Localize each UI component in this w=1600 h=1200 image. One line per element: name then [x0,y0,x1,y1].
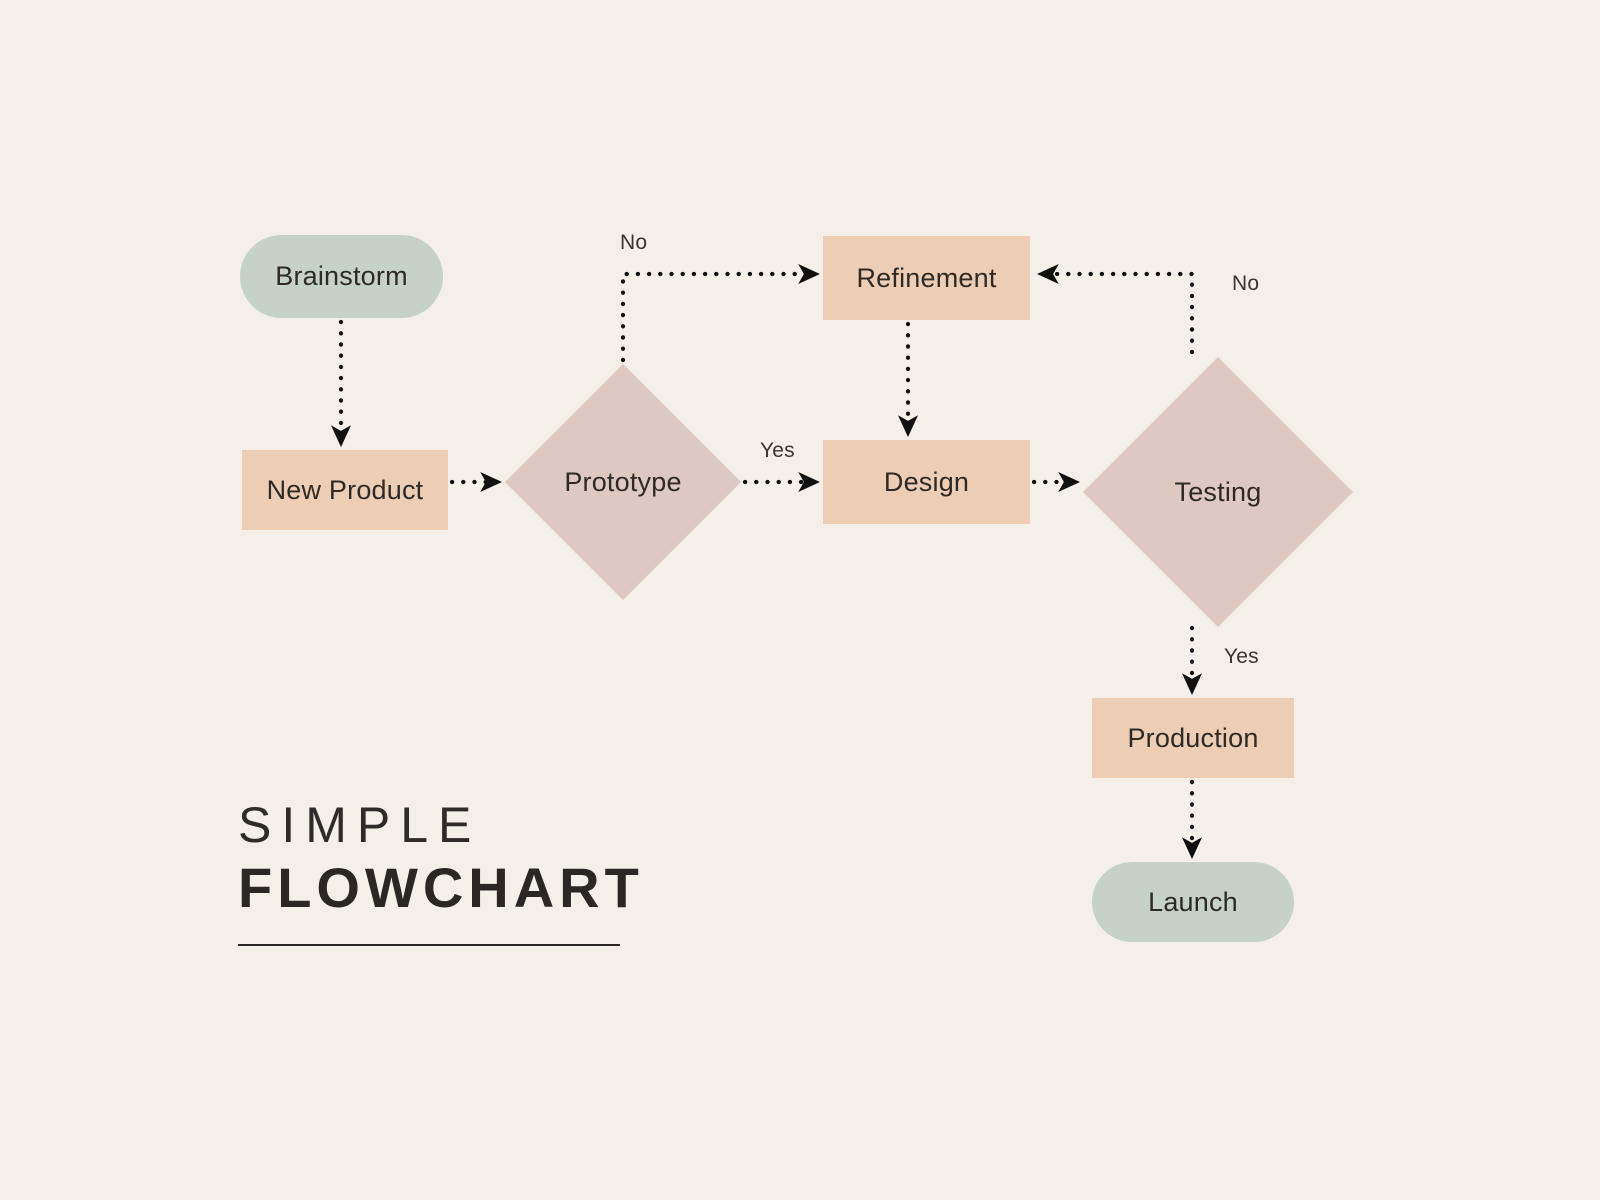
node-new-product[interactable]: New Product [242,450,448,530]
edge-label-yes-testing: Yes [1224,645,1259,668]
title-line-flowchart: FLOWCHART [238,856,644,919]
node-testing[interactable]: Testing [1082,356,1354,628]
edge-label-yes-prototype: Yes [760,439,795,462]
node-brainstorm[interactable]: Brainstorm [240,235,443,318]
node-refinement-label: Refinement [856,262,997,293]
diamond-shape [1082,356,1354,628]
edge-label-no-testing: No [1232,272,1260,295]
title-block: SIMPLE FLOWCHART [238,798,758,946]
node-launch-label: Launch [1148,886,1238,917]
edge-prototype-to-refinement [620,263,821,363]
title-line-simple: SIMPLE [238,797,482,853]
diamond-shape [504,363,742,601]
edge-label-no-prototype: No [620,231,648,254]
node-production-label: Production [1127,722,1259,753]
node-design-label: Design [883,466,970,497]
node-production[interactable]: Production [1092,698,1294,778]
node-new-product-label: New Product [266,474,424,505]
title-underline-rule [238,943,620,946]
edge-testing-to-refinement [1036,263,1195,355]
node-brainstorm-label: Brainstorm [275,261,408,291]
node-prototype[interactable]: Prototype [504,363,742,601]
node-design[interactable]: Design [823,440,1030,524]
node-refinement[interactable]: Refinement [823,236,1030,320]
node-launch[interactable]: Launch [1092,862,1294,942]
